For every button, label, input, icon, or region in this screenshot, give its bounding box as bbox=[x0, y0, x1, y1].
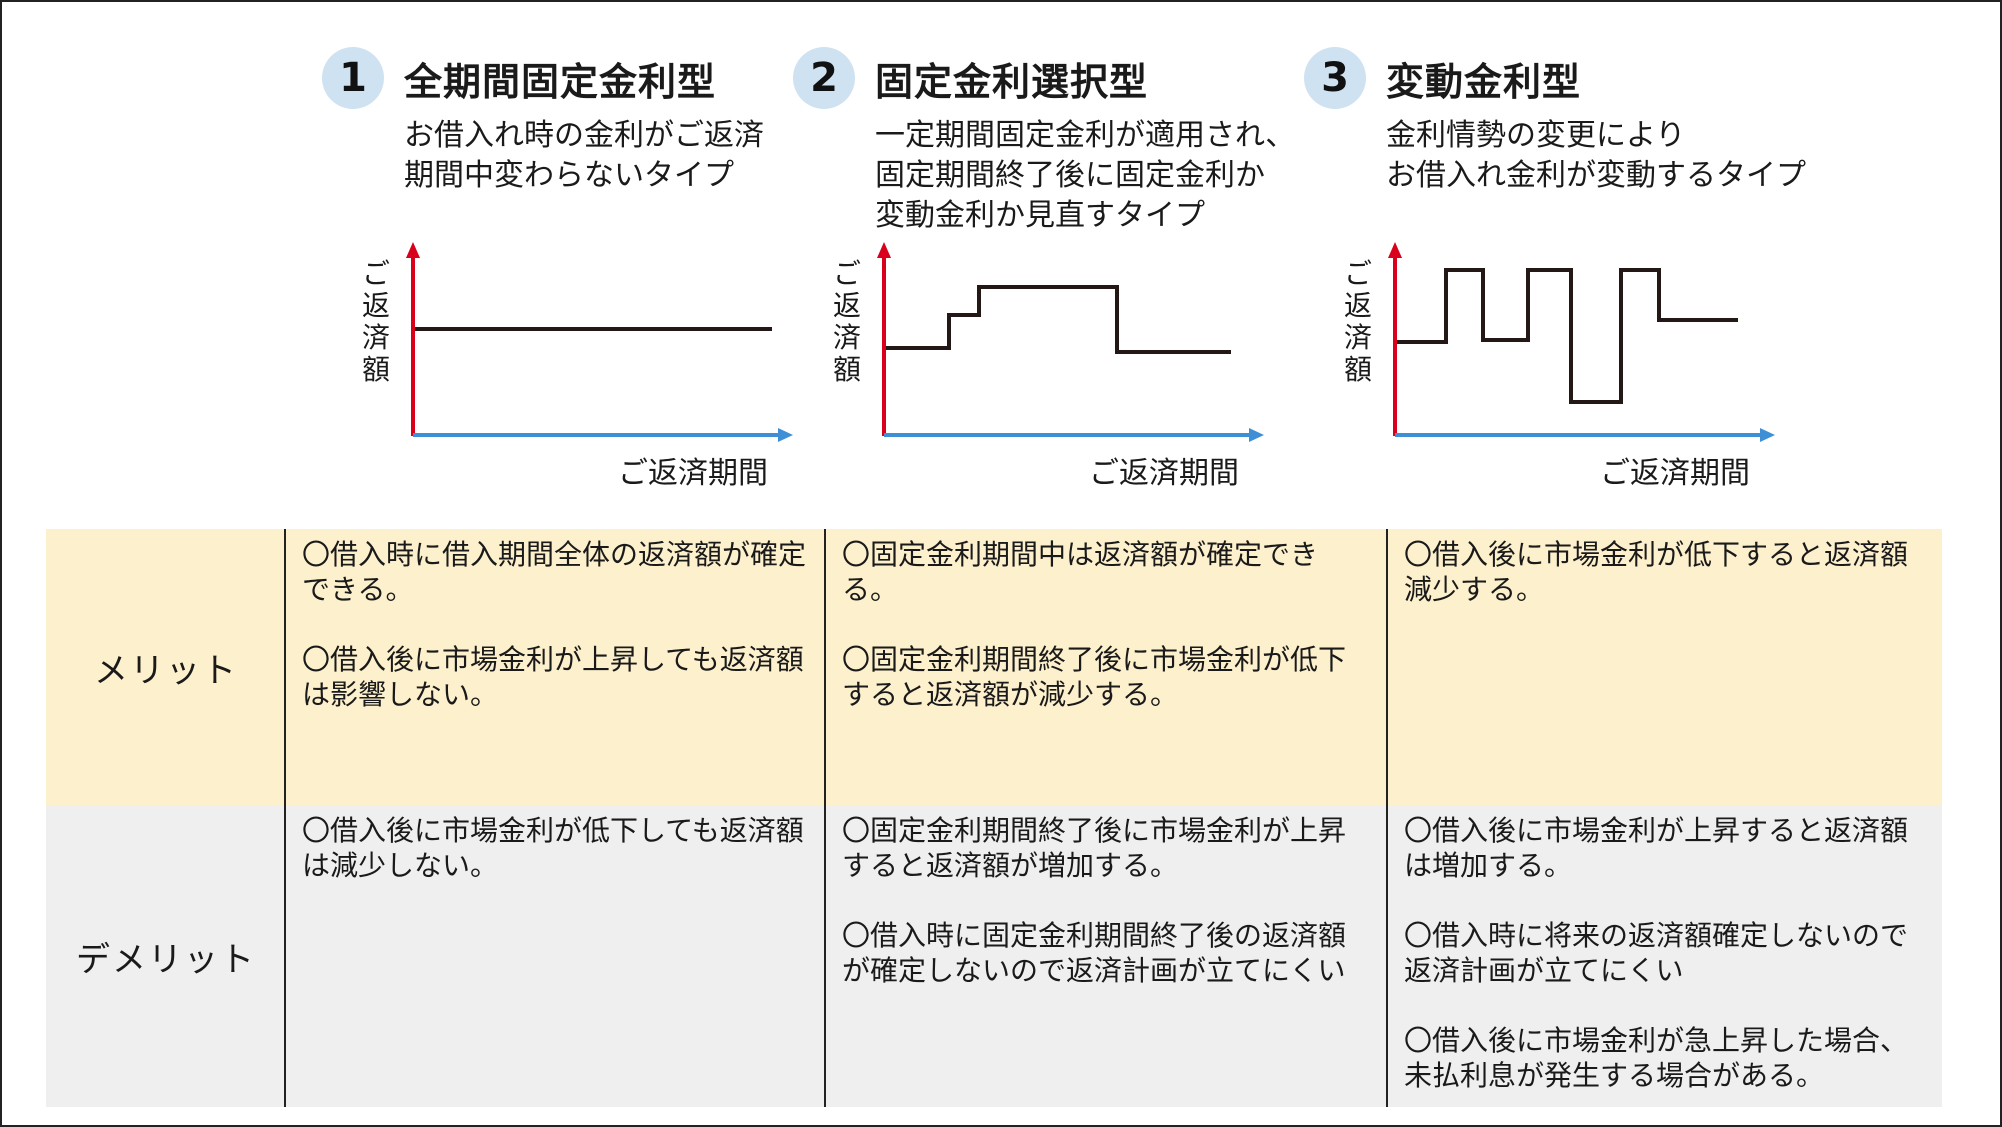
type-1-title: 全期間固定金利型 bbox=[404, 59, 717, 104]
chart-fixed-full: ご返済額 ご返済期間 bbox=[360, 240, 830, 491]
chart-fixed-select: ご返済額 ご返済期間 bbox=[831, 240, 1301, 491]
chart-2-y-label: ご返済額 bbox=[832, 257, 861, 386]
type-2-section: 2 固定金利選択型 一定期間固定金利が適用され、 固定期間終了後に固定金利か 変… bbox=[793, 46, 1295, 236]
merit-cell-type-1: 〇借入時に借入期間全体の返済額が確定できる。 〇借入後に市場金利が上昇しても返済… bbox=[302, 538, 807, 711]
demerit-row: デメリット 〇借入後に市場金利が低下しても返済額は減少しない。 〇固定金利期間終… bbox=[46, 805, 1942, 1107]
demerit-cell-type-2: 〇固定金利期間終了後に市場金利が上昇すると返済額が増加する。 〇借入時に固定金利… bbox=[842, 814, 1347, 987]
type-2-title: 固定金利選択型 bbox=[875, 59, 1149, 104]
merit-cell-type-3: 〇借入後に市場金利が低下すると返済額減少する。 bbox=[1404, 538, 1909, 606]
chart-2-svg bbox=[877, 242, 1264, 442]
chart-1-x-label: ご返済期間 bbox=[618, 456, 768, 491]
type-3-description: 金利情勢の変更により お借入れ金利が変動するタイプ bbox=[1386, 118, 1806, 193]
merit-label: メリット bbox=[94, 650, 238, 691]
chart-1-y-arrow bbox=[406, 242, 420, 258]
chart-2-payment-line bbox=[886, 285, 1231, 354]
chart-1-x-arrow bbox=[778, 428, 793, 442]
type-3-title: 変動金利型 bbox=[1386, 59, 1582, 104]
chart-3-y-arrow bbox=[1388, 242, 1402, 258]
table-divider-3 bbox=[1386, 529, 1388, 1107]
merit-cell-type-2: 〇固定金利期間中は返済額が確定できる。 〇固定金利期間終了後に市場金利が低下する… bbox=[842, 538, 1347, 711]
table-divider-1 bbox=[284, 529, 286, 1107]
chart-3-payment-line bbox=[1397, 268, 1738, 404]
type-1-section: 1 全期間固定金利型 お借入れ時の金利がご返済 期間中変わらないタイプ bbox=[322, 46, 764, 196]
chart-3-svg bbox=[1388, 242, 1775, 442]
type-3-section: 3 変動金利型 金利情勢の変更により お借入れ金利が変動するタイプ bbox=[1304, 46, 1806, 196]
type-1-description: お借入れ時の金利がご返済 期間中変わらないタイプ bbox=[404, 118, 764, 193]
chart-3-y-label: ご返済額 bbox=[1343, 257, 1372, 386]
type-1-number-badge: 1 bbox=[322, 47, 384, 109]
chart-variable: ご返済額 ご返済期間 bbox=[1342, 240, 1812, 491]
type-3-number-badge: 3 bbox=[1304, 47, 1366, 109]
chart-1-svg bbox=[406, 242, 793, 442]
table-divider-2 bbox=[824, 529, 826, 1107]
chart-2-x-label: ご返済期間 bbox=[1089, 456, 1239, 491]
demerit-label: デメリット bbox=[76, 939, 256, 980]
chart-2-x-arrow bbox=[1249, 428, 1264, 442]
type-2-description: 一定期間固定金利が適用され、 固定期間終了後に固定金利か 変動金利か見直すタイプ bbox=[875, 118, 1296, 233]
chart-3-x-arrow bbox=[1760, 428, 1775, 442]
merit-row: メリット 〇借入時に借入期間全体の返済額が確定できる。 〇借入後に市場金利が上昇… bbox=[46, 529, 1942, 805]
chart-1-y-label: ご返済額 bbox=[361, 257, 390, 386]
type-2-number-badge: 2 bbox=[793, 47, 855, 109]
comparison-table: メリット 〇借入時に借入期間全体の返済額が確定できる。 〇借入後に市場金利が上昇… bbox=[46, 529, 1942, 1107]
chart-2-y-arrow bbox=[877, 242, 891, 258]
chart-3-x-label: ご返済期間 bbox=[1600, 456, 1750, 491]
demerit-cell-type-3: 〇借入後に市場金利が上昇すると返済額は増加する。 〇借入時に将来の返済額確定しな… bbox=[1404, 814, 1909, 1092]
demerit-cell-type-1: 〇借入後に市場金利が低下しても返済額は減少しない。 bbox=[302, 814, 804, 882]
